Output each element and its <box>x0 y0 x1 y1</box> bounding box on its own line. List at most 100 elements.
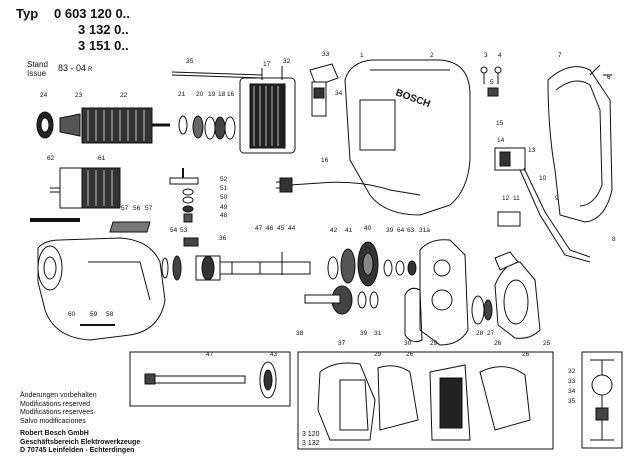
part-number-label: 47 <box>255 225 263 232</box>
type-number-2: 3 132 0.. <box>78 22 129 37</box>
part-number-label: 18 <box>218 91 226 98</box>
part-number-label: 59 <box>90 311 98 318</box>
part-number-label: 47 <box>206 351 214 358</box>
field-coil <box>239 66 296 154</box>
part-number-label: 14 <box>497 137 505 144</box>
drill-chuck <box>30 167 121 222</box>
issue-value: 83 - 04 <box>58 63 87 73</box>
part-number-label: 31 <box>374 330 382 337</box>
part-number-label: 26 <box>406 351 414 358</box>
part-number-label: 28 <box>476 330 484 337</box>
bearing-washers <box>178 115 236 140</box>
company-division: Geschäftsbereich Elektrowerkzeuge <box>20 438 141 446</box>
part-number-label: 39 <box>360 330 368 337</box>
part-number-label: 53 <box>180 227 188 234</box>
part-number-label: 35 <box>568 398 576 405</box>
part-number-label: 16 <box>321 157 329 164</box>
part-number-label: 16 <box>227 91 235 98</box>
part-number-label: 63 <box>407 227 415 234</box>
footer-note: Modifications reserved <box>20 400 91 408</box>
fan-cover <box>471 251 541 339</box>
part-number-label: 37 <box>338 340 346 347</box>
part-number-label: 13 <box>528 147 536 154</box>
part-number-label: 49 <box>220 204 228 211</box>
part-number-label: 32 <box>568 368 576 375</box>
part-number-label: 48 <box>220 212 228 219</box>
part-number-label: 6 <box>607 74 611 81</box>
part-number-label: 44 <box>288 225 296 232</box>
part-number-label: 23 <box>75 92 83 99</box>
part-number-label: 26 <box>522 351 530 358</box>
motor-housing: BOSCH <box>344 59 471 216</box>
wiring-schematic <box>581 351 623 449</box>
switch-assembly <box>494 147 591 263</box>
part-number-label: 1 <box>360 52 364 59</box>
gasket-plate <box>109 221 151 233</box>
part-number-label: 34 <box>335 90 343 97</box>
part-number-label: 45 <box>277 225 285 232</box>
part-number-label: 46 <box>266 225 274 232</box>
part-number-label: 24 <box>40 92 48 99</box>
part-number-label: 5 <box>490 79 494 86</box>
part-number-label: 57 <box>121 205 129 212</box>
inset-label-3120: 3 120 <box>302 431 320 438</box>
footer-note: Salvo modificaciones <box>20 417 86 425</box>
part-number-label: 52 <box>220 176 228 183</box>
part-number-label: 26 <box>494 340 502 347</box>
part-number-label: 25 <box>543 340 551 347</box>
part-number-label: 39 <box>386 227 394 234</box>
issue-mark: R <box>88 67 93 73</box>
part-number-label: 42 <box>330 227 338 234</box>
small-screws <box>480 66 502 97</box>
type-number-1: 0 603 120 0.. <box>54 6 130 21</box>
part-number-label: 57 <box>145 205 153 212</box>
part-number-label: 31a <box>419 227 430 234</box>
spindle-assembly <box>161 252 311 281</box>
part-number-label: 41 <box>345 227 353 234</box>
part-number-label: 8 <box>612 236 616 243</box>
typ-label: Typ <box>16 6 39 21</box>
gearbox-housing <box>404 239 469 346</box>
part-number-label: 35 <box>186 58 194 65</box>
armature <box>36 107 170 144</box>
footer-note: Modifications reservees <box>20 409 94 416</box>
power-cord <box>276 177 421 196</box>
part-number-label: 9 <box>555 195 559 202</box>
part-number-label: 51 <box>220 185 228 192</box>
part-number-label: 19 <box>208 91 216 98</box>
part-number-label: 58 <box>106 311 114 318</box>
brush-holder <box>309 63 339 117</box>
handle-shell <box>547 64 613 223</box>
company-address: D 70745 Leinfelden - Echterdingen <box>20 447 135 454</box>
part-number-label: 21 <box>178 91 186 98</box>
long-rod <box>171 71 263 76</box>
part-number-label: 12 <box>502 195 510 202</box>
part-number-label: 36 <box>219 235 227 242</box>
part-number-label: 22 <box>120 92 128 99</box>
part-number-label: 27 <box>487 330 495 337</box>
type-number-3: 3 151 0.. <box>78 38 129 53</box>
part-number-label: 10 <box>539 175 547 182</box>
gear-housing-front <box>37 237 166 341</box>
part-number-label: 2 <box>430 52 434 59</box>
part-number-label: 17 <box>263 61 271 68</box>
part-number-label: 38 <box>296 330 304 337</box>
part-number-label: 15 <box>496 120 504 127</box>
part-number-label: 20 <box>196 91 204 98</box>
part-number-label: 62 <box>47 155 55 162</box>
issue-label: Issue <box>27 69 47 78</box>
gear-set <box>304 241 417 315</box>
part-number-label: 43 <box>270 351 278 358</box>
part-number-label: 61 <box>98 155 106 162</box>
footer-note: Änderungen vorbehalten <box>20 392 97 399</box>
inset-label-3132: 3 132 <box>302 440 320 447</box>
part-number-label: 3 <box>484 52 488 59</box>
part-number-label: 7 <box>558 52 562 59</box>
inset-housings-box <box>297 351 554 450</box>
part-number-label: 30 <box>404 340 412 347</box>
part-number-label: 54 <box>170 227 178 234</box>
part-number-label: 64 <box>397 227 405 234</box>
